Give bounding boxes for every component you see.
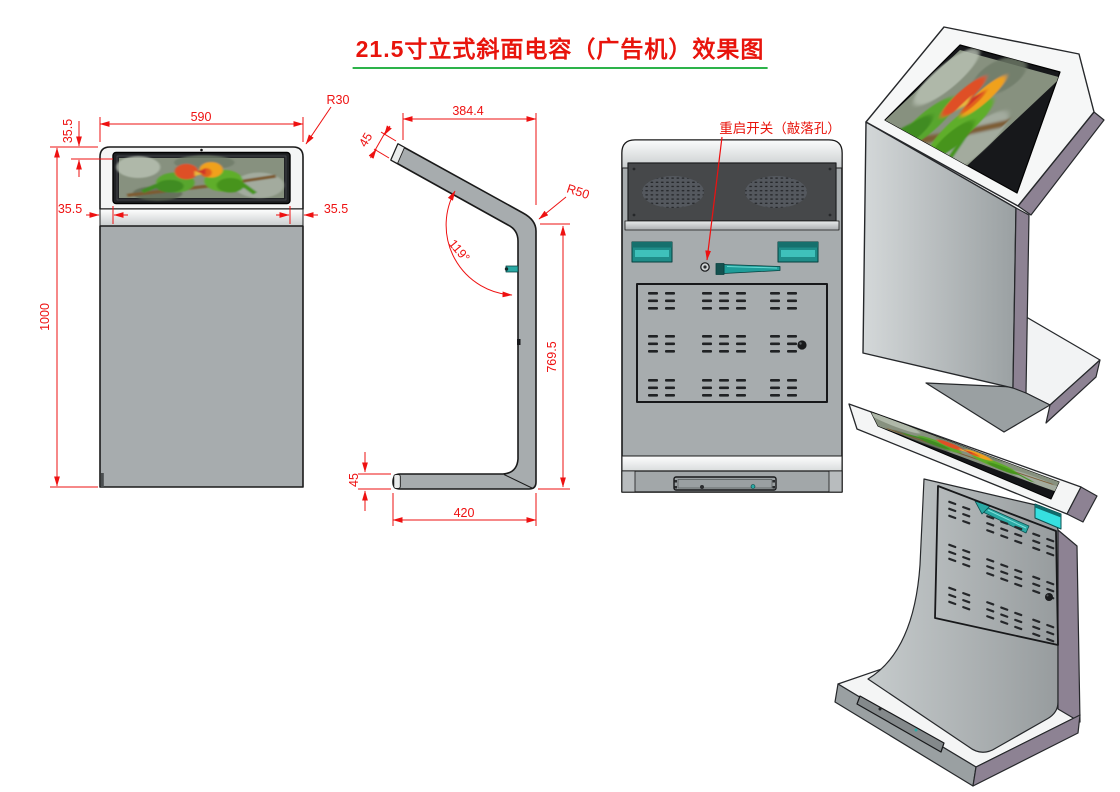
back-vent-slots xyxy=(648,292,797,397)
front-cabinet xyxy=(99,225,304,488)
dim-side-top-depth: 384.4 xyxy=(452,103,484,118)
front-trim-band xyxy=(99,208,304,227)
dim-front-height: 1000 xyxy=(37,303,52,331)
back-vent-grille-right xyxy=(777,241,819,263)
panel-lock xyxy=(797,340,807,350)
dim-front-corner-radius: R30 xyxy=(326,92,350,107)
dim-side-base-depth: 420 xyxy=(453,505,475,520)
iso2-vent-slots xyxy=(948,500,1055,643)
iso2-base-connector xyxy=(856,695,945,753)
front-foot-notch xyxy=(100,473,104,487)
front-dimensions xyxy=(50,106,332,488)
side-profile xyxy=(390,143,537,490)
dim-front-top-bezel: 35.5 xyxy=(60,118,75,144)
front-camera-dot xyxy=(200,148,203,152)
speaker-panel-screws xyxy=(632,167,832,217)
iso2-access-panel xyxy=(934,485,1059,646)
restart-switch-label: 重启开关（敲落孔） xyxy=(719,121,841,136)
back-lower-band xyxy=(621,455,843,472)
iso2-antenna xyxy=(974,500,1030,534)
iso2-spine-side xyxy=(1057,529,1081,723)
base-cap-right xyxy=(828,470,843,493)
back-vent-grille-left xyxy=(631,241,673,263)
back-top-cap xyxy=(621,139,843,169)
dim-front-right-bezel: 35.5 xyxy=(323,201,349,216)
restart-leader-line xyxy=(705,136,723,261)
side-head-endcap xyxy=(390,143,405,164)
iso2-head-endcap xyxy=(1066,486,1098,523)
side-lock-mark xyxy=(517,339,521,345)
dim-front-width: 590 xyxy=(190,109,212,124)
iso2-cyan-port xyxy=(1034,503,1062,530)
side-base-chamfer xyxy=(503,474,534,489)
back-divider-strip xyxy=(624,220,840,231)
base-connector-panel xyxy=(673,476,777,491)
iso2-panel-lock xyxy=(1045,593,1053,601)
iso2-lock-glint xyxy=(1046,594,1049,597)
iso-back-view xyxy=(834,403,1098,787)
side-usb-tip xyxy=(504,267,509,271)
drawing-title: 21.5寸立式斜面电容（广告机）效果图 xyxy=(352,30,768,69)
restart-switch-pin xyxy=(703,265,707,269)
back-view xyxy=(621,136,843,493)
side-view xyxy=(358,113,570,526)
speaker-grille-right-holes xyxy=(745,176,807,208)
front-screen-image xyxy=(116,155,284,200)
back-access-panel xyxy=(636,283,828,403)
iso2-screen-smear xyxy=(867,410,1067,497)
base-cap-left xyxy=(621,470,636,493)
panel-lock-glint xyxy=(799,342,802,345)
dim-side-base-thickness: 45 xyxy=(346,473,361,487)
side-dimensions xyxy=(358,113,570,526)
front-view xyxy=(50,106,332,488)
wifi-antenna xyxy=(715,263,781,275)
iso1-spine-side xyxy=(1012,207,1030,394)
dim-front-left-bezel: 35.5 xyxy=(57,201,83,216)
speaker-grille-left-holes xyxy=(642,176,704,208)
iso2-base-side xyxy=(972,714,1081,787)
side-base-endcap xyxy=(393,474,401,489)
dim-side-back-height: 769.5 xyxy=(544,341,559,373)
iso-front-view xyxy=(862,26,1105,433)
iso1-base-side xyxy=(1045,359,1101,424)
